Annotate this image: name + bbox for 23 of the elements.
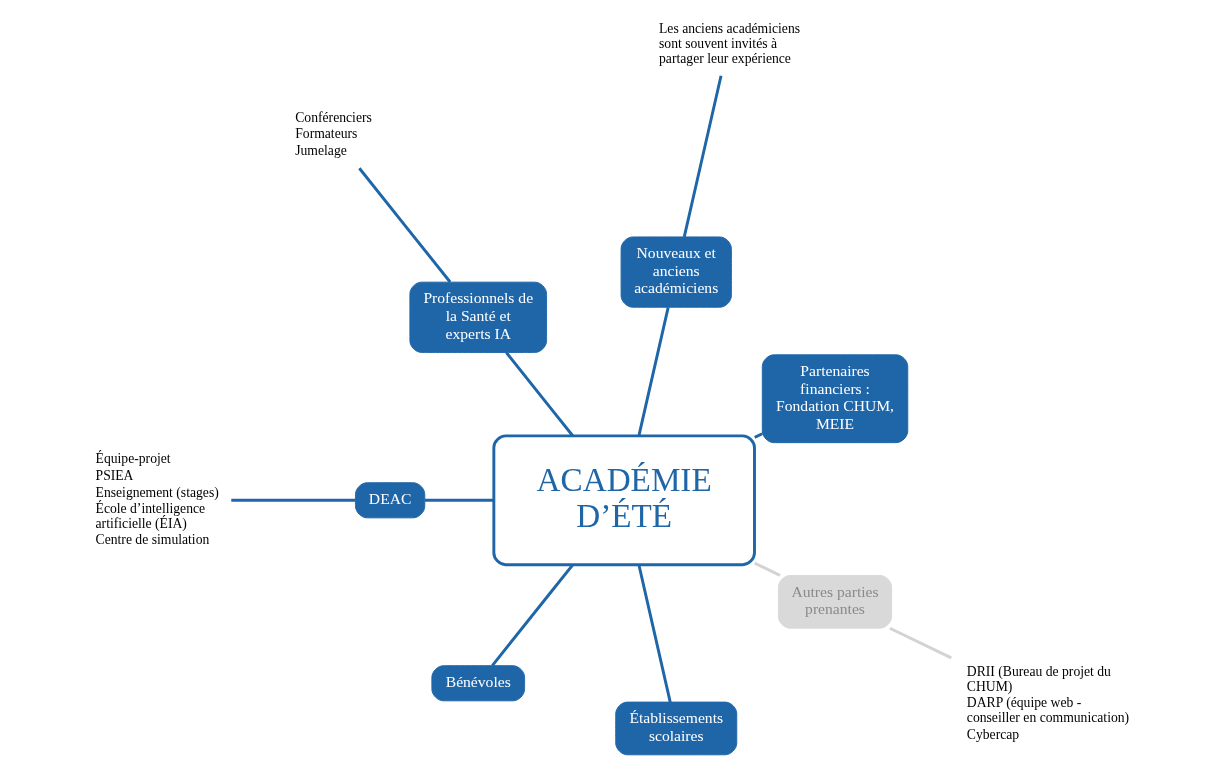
connector [888,626,952,660]
node-text: Équipe-projet PSIEA Enseignement (stages) École d’intelligence artificielle (ÉIA) Centre de simulation [95,451,219,548]
connector [357,167,451,283]
node-box: Partenaires financiers : Fondation CHUM, MEIE [761,354,908,444]
node-box: ACADÉMIE D’ÉTÉ [491,434,756,567]
node-text: Les anciens académiciens sont souvent invités à partager leur expérience [658,21,800,66]
connector [753,432,763,439]
node-box: Bénévoles [430,665,525,702]
node-box: Nouveaux et anciens académiciens [620,236,732,308]
node-box: Autres parties prenantes [777,575,892,629]
node-box: DEAC [354,482,425,519]
node-box: Établissements scolaires [614,701,737,756]
node-box: Professionnels de la Santé et experts IA [408,281,547,353]
connector [490,563,574,667]
connector [230,498,355,502]
node-text: DRII (Bureau de projet du CHUM) DARP (équipe web - conseiller en communication) Cybercap [966,664,1129,742]
node-text: Conférenciers Formateurs Jumelage [294,109,372,158]
connector [636,307,670,437]
connector [682,75,722,238]
connector [636,564,672,703]
connector [753,561,781,577]
connector [424,498,494,502]
connector [504,351,574,437]
